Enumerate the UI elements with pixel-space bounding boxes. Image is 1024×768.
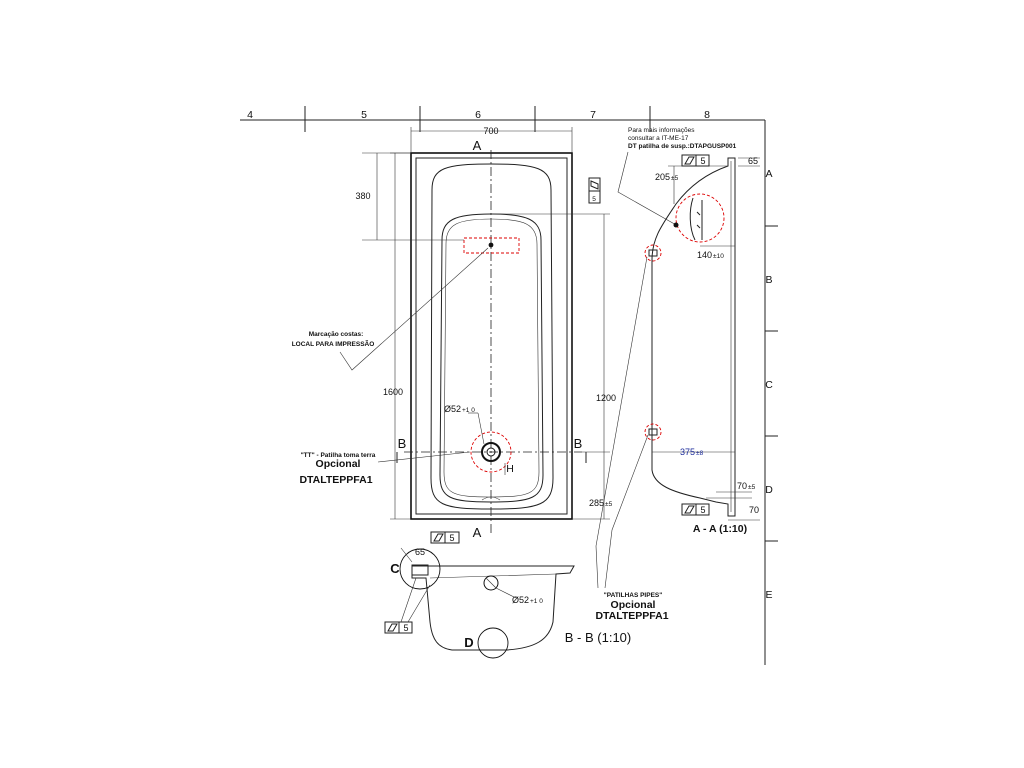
symbol-h: H	[506, 463, 514, 475]
info-note-line1: Para mais informações	[628, 127, 695, 134]
flatness-value-top: 5	[449, 533, 454, 543]
pipes-note-line2: Opcional	[611, 599, 656, 611]
grid-column-label: 5	[361, 109, 367, 121]
bb-flatness-value: 5	[403, 623, 408, 633]
detail-d-circle	[477, 627, 509, 659]
pipes-note-line1: "PATILHAS PIPES"	[604, 592, 663, 599]
grid-column-labels: 4 5 6 7 8	[247, 109, 710, 121]
drain-diameter-label: Ø52+1 0	[444, 404, 475, 414]
grid-row-label: C	[765, 379, 773, 391]
bb-drain-diameter: Ø52+1 0	[512, 595, 543, 605]
hanger-detail-circle	[675, 193, 725, 243]
aa-dim-375: 375±8	[680, 447, 704, 457]
section-b-left-marker: B	[398, 436, 407, 451]
bb-dim-65: 65	[415, 547, 425, 557]
info-note-line3: DT patilha de susp.:DTAPGUSP001	[628, 143, 737, 150]
section-aa-title: A - A (1:10)	[693, 523, 747, 535]
grid-column-label: 6	[475, 109, 481, 121]
tt-note-line1: "TT" - Patilha toma terra	[301, 452, 376, 459]
section-bb-title: B - B (1:10)	[565, 630, 631, 645]
marking-note-line2: LOCAL PARA IMPRESSÃO	[292, 339, 375, 348]
tt-note-line2: Opcional	[316, 458, 361, 470]
pipe-clip-lower	[644, 423, 662, 441]
marking-note-line1: Marcação costas:	[309, 331, 364, 338]
drain-circle	[481, 442, 501, 462]
flatness-value-side: 5	[592, 196, 596, 203]
section-a-top-marker: A	[473, 138, 482, 153]
grid-row-label: B	[765, 274, 772, 286]
inner-length-dimension: 1200	[596, 393, 616, 403]
detail-c-label: C	[390, 561, 400, 576]
grid-column-label: 8	[704, 109, 710, 121]
drawing-frame	[240, 106, 778, 665]
tt-note-line3: DTALTEPPFA1	[299, 474, 372, 486]
length-dimension: 1600	[383, 387, 403, 397]
detail-c-circle	[399, 548, 441, 590]
grid-column-label: 7	[590, 109, 596, 121]
aa-dim-70a: 70±5	[737, 481, 756, 491]
aa-flatness-value-top: 5	[700, 156, 705, 166]
pipe-clip-upper	[644, 244, 662, 262]
grid-column-label: 4	[247, 109, 253, 121]
pipes-note-line3: DTALTEPPFA1	[595, 610, 668, 622]
top-view: 700 1600 380 1200 285±5 Ø52+1 0 H A A B …	[355, 126, 616, 544]
section-aa-view: 65 205±5 5 140±10 375±8 70±5 70 5 A - A …	[644, 154, 760, 535]
aa-dim-70b: 70	[749, 505, 759, 515]
drain-offset-dimension: 285±5	[589, 498, 613, 508]
notes: Marcação costas: LOCAL PARA IMPRESSÃO "T…	[292, 127, 737, 622]
grid-row-label: A	[765, 168, 772, 180]
detail-d-label: D	[464, 635, 473, 650]
marking-offset-dimension: 380	[355, 191, 370, 201]
section-b-right-marker: B	[574, 436, 583, 451]
grid-row-label: D	[765, 484, 773, 496]
marking-area	[463, 237, 520, 254]
section-a-bottom-marker: A	[473, 525, 482, 540]
aa-dim-205: 205±5	[655, 172, 679, 182]
grid-row-labels: A B C D E	[765, 168, 773, 601]
aa-dim-140: 140±10	[697, 250, 724, 260]
grid-row-label: E	[765, 589, 772, 601]
info-note-line2: consultar a IT-ME-17	[628, 135, 689, 142]
width-dimension: 700	[483, 126, 498, 136]
aa-flatness-value-bottom: 5	[700, 505, 705, 515]
section-bb-view: Ø52+1 0 C 65 D 5 B - B (1:10)	[384, 547, 631, 659]
aa-dim-65: 65	[748, 156, 758, 166]
